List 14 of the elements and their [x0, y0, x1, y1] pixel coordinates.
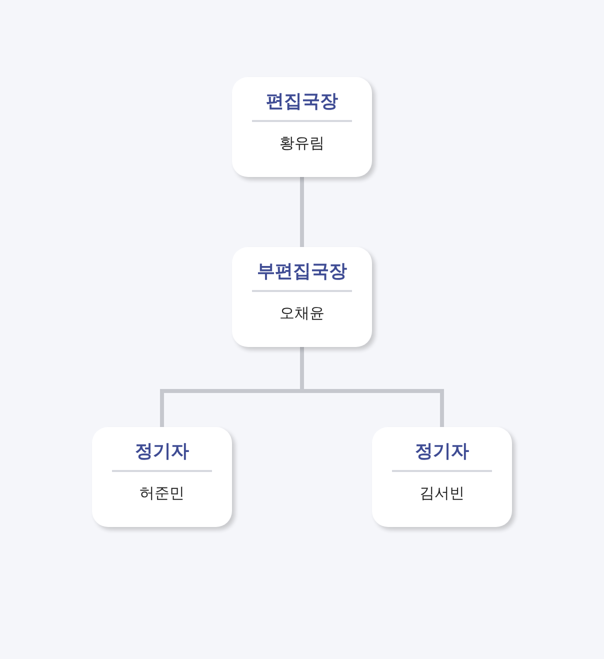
org-card	[372, 427, 512, 527]
person-name: 허준민	[140, 483, 184, 504]
connector-line	[300, 177, 304, 247]
role-title: 정기자	[414, 440, 470, 464]
role-title: 정기자	[134, 440, 190, 464]
org-card	[92, 427, 232, 527]
role-title: 부편집국장	[256, 260, 348, 284]
person-name: 김서빈	[420, 483, 464, 504]
person-name: 오채윤	[280, 303, 324, 324]
org-card	[232, 77, 372, 177]
connector-line	[300, 347, 444, 427]
role-title: 편집국장	[265, 90, 339, 114]
person-name: 황유림	[280, 133, 324, 154]
org-card	[232, 247, 372, 347]
